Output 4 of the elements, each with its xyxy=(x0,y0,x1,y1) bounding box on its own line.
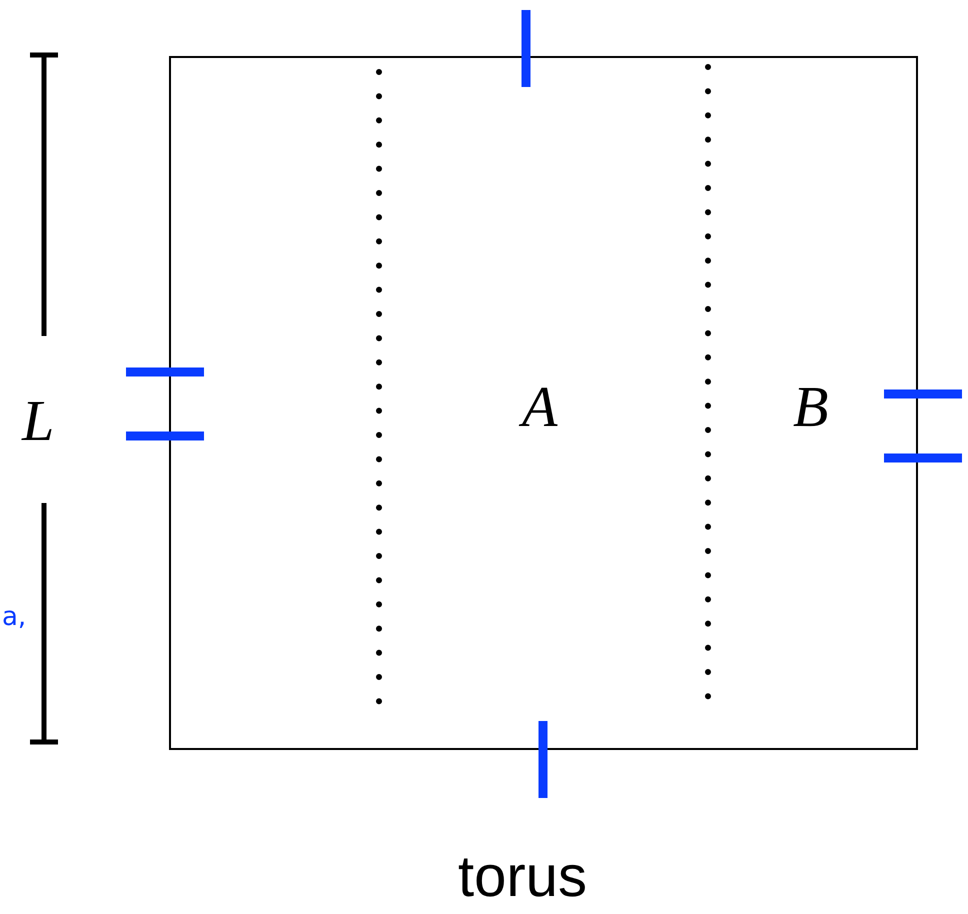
caption: torus xyxy=(458,848,587,906)
region-label: B xyxy=(793,378,828,436)
dimension-label: L xyxy=(22,392,54,450)
annotation-text: a, xyxy=(2,604,26,630)
